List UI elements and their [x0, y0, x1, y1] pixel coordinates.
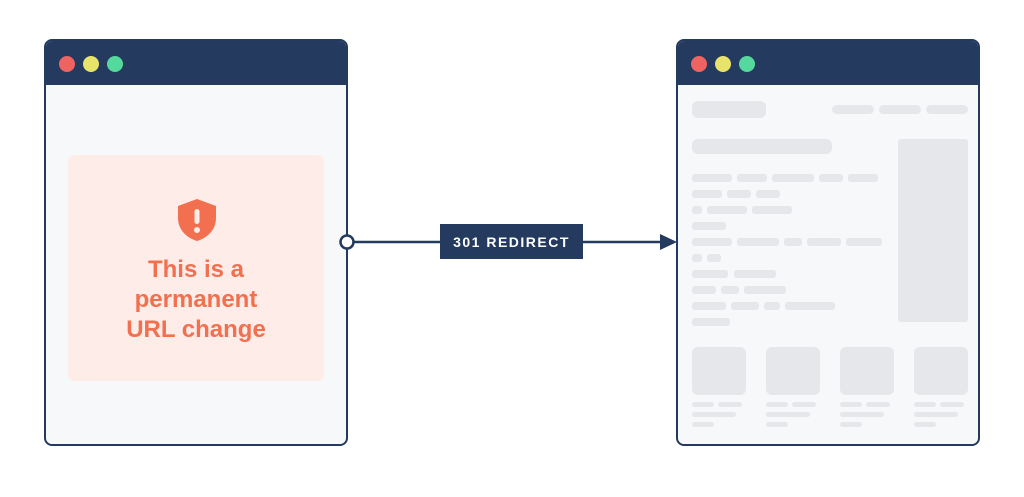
card-text-placeholder [914, 422, 936, 427]
card-text-placeholder [914, 402, 936, 407]
text-line-placeholder [756, 190, 780, 198]
minimize-dot-icon [83, 56, 99, 72]
close-dot-icon [59, 56, 75, 72]
card-text-placeholder [866, 402, 890, 407]
maximize-dot-icon [107, 56, 123, 72]
card-text-placeholder [766, 422, 788, 427]
redirect-label: 301 REDIRECT [440, 224, 583, 259]
text-line-placeholder [707, 206, 747, 214]
text-line-placeholder [692, 190, 722, 198]
nav-placeholder [926, 105, 968, 114]
text-line-placeholder [785, 302, 835, 310]
shield-warning-icon [178, 199, 216, 241]
text-line-placeholder [752, 206, 792, 214]
minimize-dot-icon [715, 56, 731, 72]
text-line-placeholder [692, 318, 730, 326]
warning-line-1: This is a [147, 256, 245, 283]
close-dot-icon [691, 56, 707, 72]
card-text-placeholder [840, 412, 884, 417]
text-line-placeholder [784, 238, 802, 246]
text-line-placeholder [744, 286, 786, 294]
nav-placeholder [879, 105, 921, 114]
card-text-placeholder [692, 422, 714, 427]
card-text-placeholder [692, 412, 736, 417]
text-line-placeholder [819, 174, 843, 182]
text-line-placeholder [734, 270, 776, 278]
text-line-placeholder [848, 174, 878, 182]
text-line-placeholder [692, 222, 726, 230]
text-line-placeholder [692, 286, 716, 294]
warning-card: This is a permanent URL change [68, 155, 324, 381]
text-line-placeholder [846, 238, 882, 246]
text-line-placeholder [707, 254, 721, 262]
text-line-placeholder [772, 174, 814, 182]
connector-start-node [339, 234, 355, 250]
sidebar-placeholder [898, 139, 968, 322]
destination-browser-window [676, 39, 980, 446]
text-line-placeholder [727, 190, 751, 198]
card-text-placeholder [840, 422, 862, 427]
text-line-placeholder [737, 174, 767, 182]
text-line-placeholder [731, 302, 759, 310]
warning-line-2: permanent [134, 286, 258, 313]
logo-placeholder [692, 101, 766, 118]
text-line-placeholder [692, 270, 728, 278]
text-line-placeholder [692, 254, 702, 262]
card-image-placeholder [840, 347, 894, 395]
source-browser-window: This is a permanent URL change [44, 39, 348, 446]
card-text-placeholder [840, 402, 862, 407]
card-text-placeholder [692, 402, 714, 407]
card-text-placeholder [766, 402, 788, 407]
text-line-placeholder [692, 206, 702, 214]
card-image-placeholder [914, 347, 968, 395]
text-line-placeholder [764, 302, 780, 310]
card-image-placeholder [766, 347, 820, 395]
text-line-placeholder [692, 174, 732, 182]
card-text-placeholder [940, 402, 964, 407]
text-line-placeholder [692, 238, 732, 246]
text-line-placeholder [721, 286, 739, 294]
nav-placeholder [832, 105, 874, 114]
maximize-dot-icon [739, 56, 755, 72]
warning-message: This is a permanent URL change [68, 255, 324, 345]
heading-placeholder [692, 139, 832, 154]
card-text-placeholder [766, 412, 810, 417]
card-text-placeholder [792, 402, 816, 407]
text-line-placeholder [807, 238, 841, 246]
text-line-placeholder [692, 302, 726, 310]
card-text-placeholder [914, 412, 958, 417]
card-text-placeholder [718, 402, 742, 407]
source-window-titlebar [46, 41, 346, 85]
warning-line-3: URL change [126, 316, 266, 343]
text-line-placeholder [737, 238, 779, 246]
arrow-head-icon [660, 234, 677, 250]
card-image-placeholder [692, 347, 746, 395]
destination-window-titlebar [678, 41, 978, 85]
